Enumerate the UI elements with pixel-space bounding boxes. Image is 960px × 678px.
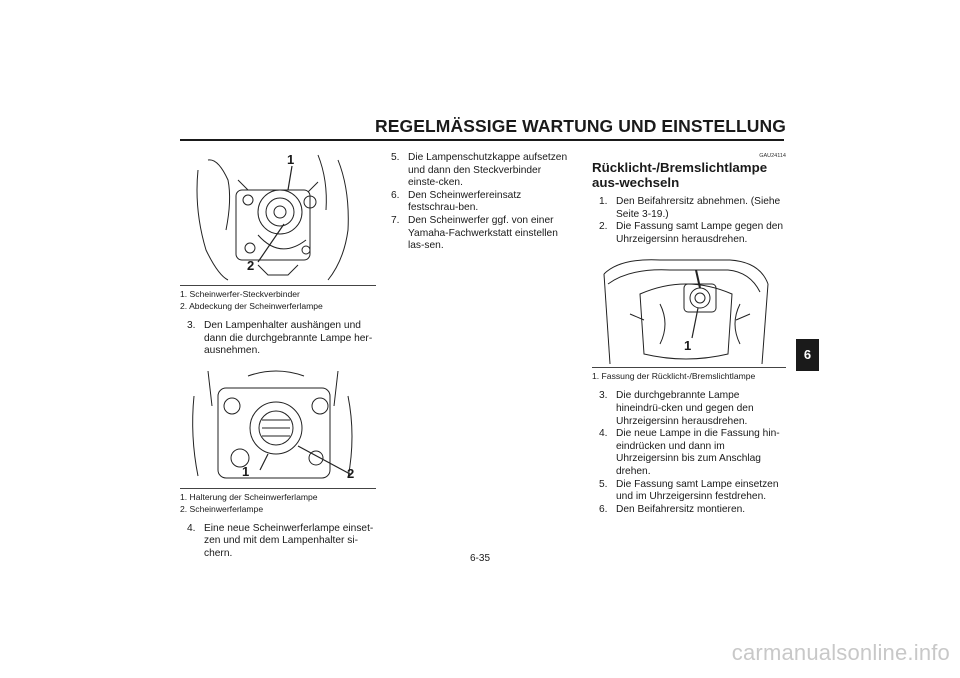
- figure-taillight-socket: 1: [600, 254, 772, 368]
- step-2: 2. Die Fassung samt Lampe gegen den Uhrze…: [592, 221, 786, 246]
- step-text: Den Lampenhalter aushängen und dann die …: [204, 320, 373, 357]
- step-number: 4.: [187, 522, 196, 534]
- step-number: 3.: [599, 390, 608, 402]
- page-number: 6-35: [469, 553, 490, 564]
- step-4b: 4. Die neue Lampe in die Fassung hin-eind…: [592, 428, 786, 478]
- step-number: 5.: [599, 478, 608, 490]
- step-1: 1. Den Beifahrersitz abnehmen. (Siehe Sei…: [592, 196, 786, 221]
- step-text: Die neue Lampe in die Fassung hin-eindrü…: [616, 428, 780, 477]
- step-number: 1.: [599, 196, 608, 207]
- step-text: Den Scheinwerfer ggf. von einer Yamaha-F…: [408, 214, 558, 252]
- figure2-caption-1: 1. Halterung der Scheinwerferlampe: [180, 491, 318, 502]
- step-5b: 5. Die Fassung samt Lampe einsetzen und i…: [592, 479, 786, 504]
- step-number: 6.: [599, 503, 608, 515]
- title-rule: [180, 139, 784, 141]
- step-text: Eine neue Scheinwerferlampe einset-zen u…: [204, 522, 374, 559]
- figure3-caption: 1. Fassung der Rücklicht-/Bremslichtlamp…: [592, 371, 756, 382]
- figure1-label-1: 1: [287, 152, 295, 167]
- step-text: Den Scheinwerfereinsatz festschrau-ben.: [408, 189, 522, 214]
- step-text: Die Fassung samt Lampe einsetzen und im …: [616, 478, 779, 503]
- figure1-caption-1: 1. Scheinwerfer-Steckverbinder: [180, 289, 300, 299]
- step-text: Den Beifahrersitz abnehmen. (Siehe Seite…: [616, 196, 781, 220]
- step-text: Die Lampenschutzkappe aufsetzen und dann…: [408, 152, 568, 189]
- step-number: 5.: [391, 152, 400, 163]
- figure2-label-2: 2: [347, 465, 355, 481]
- headlight-bulb-illustration: [192, 370, 353, 479]
- step-5: 5. Die Lampenschutzkappe aufsetzen und da…: [384, 152, 574, 190]
- step-4: 4. Eine neue Scheinwerferlampe einset-zen…: [180, 523, 376, 561]
- caption-rule: [180, 285, 376, 286]
- step-6b: 6. Den Beifahrersitz montieren.: [592, 504, 786, 517]
- section-code: GAU24114: [759, 153, 786, 159]
- headlight-connector-illustration: [196, 154, 349, 281]
- taillight-socket-illustration: [603, 259, 769, 365]
- figure1-caption-2: 2. Abdeckung der Scheinwerferlampe: [180, 301, 323, 311]
- step-number: 7.: [391, 214, 400, 226]
- step-6: 6. Den Scheinwerfereinsatz festschrau-ben…: [384, 190, 574, 215]
- step-7: 7. Den Scheinwerfer ggf. von einer Yamaha…: [384, 215, 574, 253]
- chapter-tab: 6: [796, 339, 819, 371]
- step-text: Die durchgebrannte Lampe hineindrü-cken …: [616, 390, 754, 427]
- step-text: Den Beifahrersitz montieren.: [616, 503, 746, 515]
- figure1-label-2: 2: [247, 258, 255, 273]
- right-column: GAU24114 Rücklicht-/Bremslichtlampe aus-…: [592, 153, 786, 516]
- figure-headlight-bulb: 1 2: [188, 365, 360, 488]
- step-number: 2.: [599, 221, 608, 233]
- step-number: 6.: [391, 189, 400, 201]
- watermark: carmanualsonline.info: [731, 640, 950, 665]
- figure-headlight-connector: 1 2: [188, 150, 360, 285]
- left-column: 1 2 1. Scheinwerfer-Steckverbinder 2. Ab…: [180, 150, 376, 561]
- figure2-caption-2: 2. Scheinwerferlampe: [180, 503, 264, 514]
- step-number: 4.: [599, 428, 608, 440]
- middle-column: 5. Die Lampenschutzkappe aufsetzen und da…: [384, 152, 574, 253]
- step-number: 3.: [187, 320, 196, 331]
- step-3b: 3. Die durchgebrannte Lampe hineindrü-cke…: [592, 390, 786, 428]
- figure2-label-1: 1: [242, 463, 250, 479]
- caption-rule: [592, 367, 786, 369]
- section-title: Rücklicht-/Bremslichtlampe aus-wechseln: [592, 160, 768, 190]
- figure3-label-1: 1: [684, 338, 692, 354]
- step-text: Die Fassung samt Lampe gegen den Uhrzeig…: [616, 221, 784, 245]
- step-3: 3. Den Lampenhalter aushängen und dann di…: [180, 320, 376, 358]
- caption-rule: [180, 487, 376, 489]
- page-title: REGELMÄSSIGE WARTUNG UND EINSTELLUNG: [375, 116, 786, 136]
